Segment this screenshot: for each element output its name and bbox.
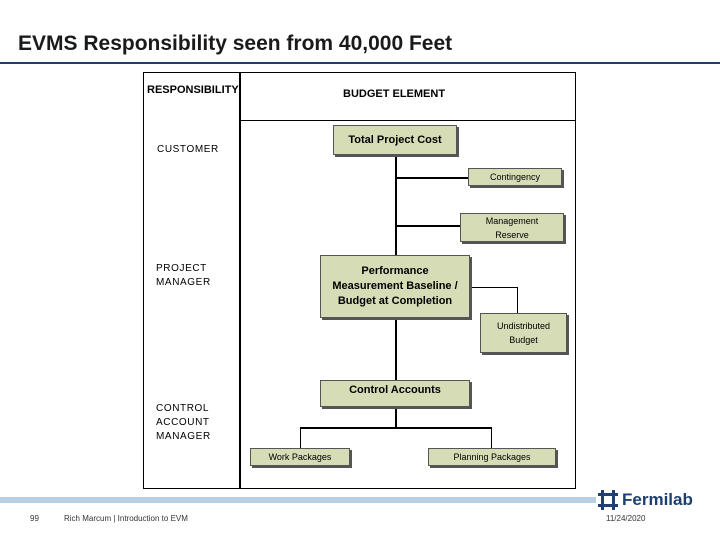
work-packages-box: Work Packages xyxy=(250,448,350,466)
trunk-line-upper xyxy=(395,155,397,255)
presenter-credit: Rich Marcum | Introduction to EVM xyxy=(64,514,188,523)
pmb-line2: Measurement Baseline / xyxy=(332,280,458,292)
undistributed-budget-box: Undistributed Budget xyxy=(480,313,567,353)
branch-to-planning-packages xyxy=(491,427,492,448)
responsibility-header: RESPONSIBILITY xyxy=(147,84,239,96)
pmb-line1: Performance xyxy=(361,265,429,277)
planning-packages-box: Planning Packages xyxy=(428,448,556,466)
pmb-line3: Budget at Completion xyxy=(337,295,453,307)
role-project-manager-line1: PROJECT xyxy=(156,263,207,274)
undistributed-line1: Undistributed xyxy=(496,321,551,331)
role-customer: CUSTOMER xyxy=(157,144,219,155)
trunk-line-lower xyxy=(395,318,397,380)
role-cam-line1: CONTROL xyxy=(156,403,210,414)
branch-to-contingency xyxy=(396,177,468,179)
budget-element-header: BUDGET ELEMENT xyxy=(343,88,446,100)
pmb-box: Performance Measurement Baseline / Budge… xyxy=(320,255,470,318)
role-project-manager: PROJECT MANAGER xyxy=(156,262,211,290)
management-reserve-line2: Reserve xyxy=(495,229,529,240)
role-control-account-manager: CONTROL ACCOUNT MANAGER xyxy=(156,402,211,444)
management-reserve-box: Management Reserve xyxy=(460,213,564,242)
header-rule xyxy=(239,120,576,121)
total-project-cost-box: Total Project Cost xyxy=(333,125,457,155)
column-divider xyxy=(239,72,241,489)
fermilab-mark-icon xyxy=(598,490,618,510)
slide-title: EVMS Responsibility seen from 40,000 Fee… xyxy=(18,32,453,55)
page-number: 99 xyxy=(30,514,39,523)
role-cam-line3: MANAGER xyxy=(156,431,211,442)
branch-to-management-reserve xyxy=(396,225,460,227)
control-accounts-box: Control Accounts xyxy=(320,380,470,407)
fermilab-logo: Fermilab xyxy=(598,490,693,510)
footer-rule xyxy=(0,497,596,503)
branch-to-work-packages xyxy=(300,427,301,448)
role-cam-line2: ACCOUNT xyxy=(156,417,210,428)
role-project-manager-line2: MANAGER xyxy=(156,277,211,288)
responsibility-diagram-frame xyxy=(143,72,576,489)
fermilab-logo-text: Fermilab xyxy=(622,490,693,509)
branch-to-undistributed-v xyxy=(517,287,518,313)
contingency-box: Contingency xyxy=(468,168,562,186)
undistributed-line2: Budget xyxy=(509,335,538,345)
control-accounts-stem xyxy=(395,405,397,427)
slide-date: 11/24/2020 xyxy=(606,514,646,523)
branch-to-undistributed-h xyxy=(470,287,518,288)
management-reserve-line1: Management xyxy=(485,215,539,226)
work-planning-branch xyxy=(300,427,492,429)
title-underline xyxy=(0,62,720,64)
